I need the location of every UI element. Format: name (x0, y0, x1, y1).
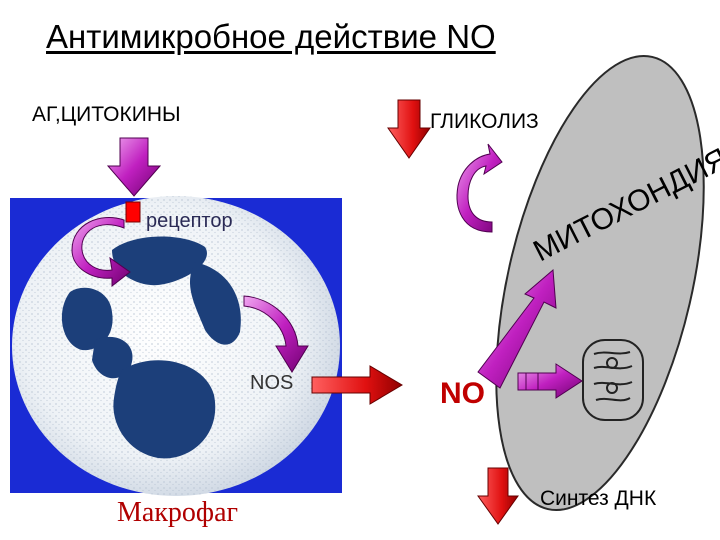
stimulus-label: АГ,ЦИТОКИНЫ (32, 103, 181, 126)
macrophage-nucleus (61, 236, 241, 459)
page-title: Антимикробное действие NO (46, 18, 496, 55)
dna-synthesis-label: Синтез ДНК (540, 487, 657, 510)
glycolysis-curved-arrow (456, 143, 503, 233)
receptor-curved-arrow (71, 217, 131, 288)
nos-to-no-arrow (311, 365, 403, 405)
receptor-marker (125, 201, 141, 223)
nos-label: NOS (250, 372, 294, 394)
nucleus-to-nos-curved-arrow (243, 295, 309, 373)
macrophage-label: Макрофаг (117, 497, 238, 528)
no-to-mitochondria-arrow (477, 268, 557, 389)
mitochondrion-sketch-icon (582, 339, 644, 421)
mitochondrion-organelle (495, 55, 705, 511)
receptor-label: рецептор (146, 210, 233, 232)
dna-synthesis-down-arrow (477, 467, 519, 525)
no-label: NO (440, 377, 485, 410)
stimulus-down-arrow (106, 137, 162, 197)
no-to-organelle-arrow (517, 363, 583, 399)
glycolysis-down-arrow (387, 99, 431, 159)
glycolysis-label: ГЛИКОЛИЗ (430, 110, 539, 133)
